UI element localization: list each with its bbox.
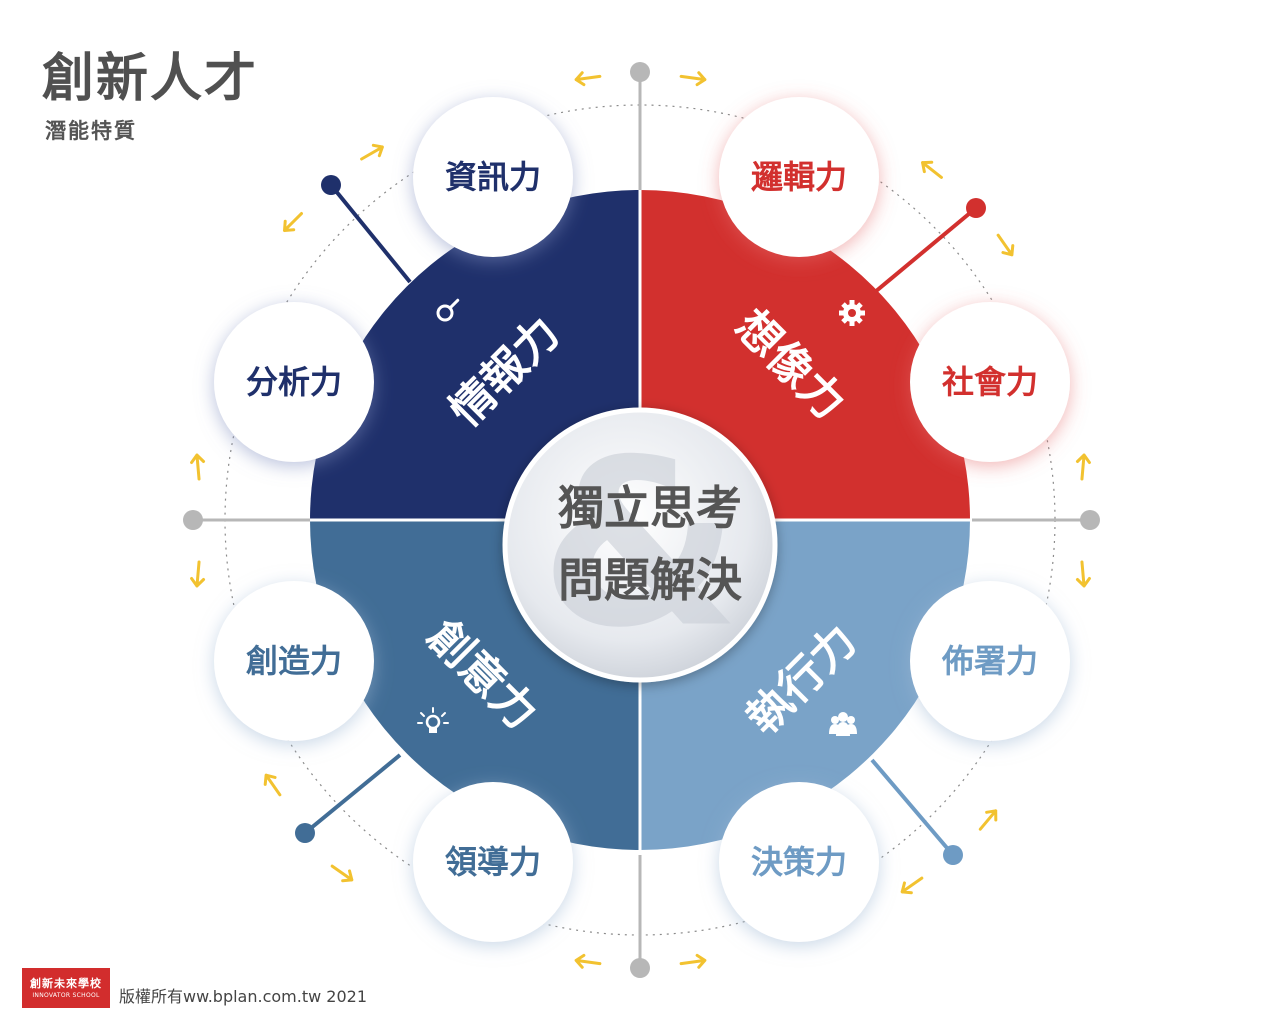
node-info-power: 資訊力 bbox=[413, 97, 573, 257]
node-logic-power: 邏輯力 bbox=[719, 97, 879, 257]
node-label: 創造力 bbox=[246, 642, 342, 680]
logo-text-en: INNOVATOR SCHOOL bbox=[32, 991, 100, 999]
pointer-dots bbox=[295, 175, 986, 865]
center-line-2: 問題解決 bbox=[558, 553, 742, 607]
node-label: 佈署力 bbox=[941, 642, 1038, 680]
node-label: 社會力 bbox=[942, 363, 1038, 401]
magnifier-icon bbox=[436, 298, 460, 322]
node-creation-power: 創造力 bbox=[214, 581, 374, 741]
center-circle bbox=[502, 407, 778, 683]
logo-text-zh: 創新未來學校 bbox=[30, 976, 102, 990]
center-line-1: 獨立思考 bbox=[558, 481, 742, 535]
page-title: 創新人才 bbox=[42, 49, 259, 109]
node-leadership-power: 領導力 bbox=[413, 782, 573, 942]
node-label: 資訊力 bbox=[445, 158, 541, 196]
node-social-power: 社會力 bbox=[910, 302, 1070, 462]
orbit-arrows bbox=[190, 71, 1091, 969]
page-subtitle: 潛能特質 bbox=[45, 119, 137, 143]
team-icon bbox=[829, 712, 857, 736]
node-decision-power: 決策力 bbox=[719, 782, 879, 942]
node-label: 領導力 bbox=[445, 843, 541, 881]
gear-icon bbox=[839, 300, 865, 326]
lightbulb-icon bbox=[417, 707, 449, 733]
center-watermark: & bbox=[540, 412, 741, 679]
footer: 創新未來學校 INNOVATOR SCHOOL 版權所有ww.bplan.com… bbox=[22, 968, 367, 1008]
axis-endpoints bbox=[183, 62, 1100, 978]
copyright-text: 版權所有ww.bplan.com.tw 2021 bbox=[119, 987, 368, 1006]
axis-lines bbox=[193, 72, 1090, 968]
school-logo: 創新未來學校 INNOVATOR SCHOOL bbox=[22, 968, 110, 1008]
node-label: 決策力 bbox=[751, 843, 847, 881]
node-analysis-power: 分析力 bbox=[214, 302, 374, 462]
diagonal-pointers bbox=[303, 183, 978, 857]
node-label: 分析力 bbox=[246, 363, 342, 401]
node-label: 邏輯力 bbox=[751, 158, 847, 196]
node-deployment-power: 佈署力 bbox=[910, 581, 1070, 741]
